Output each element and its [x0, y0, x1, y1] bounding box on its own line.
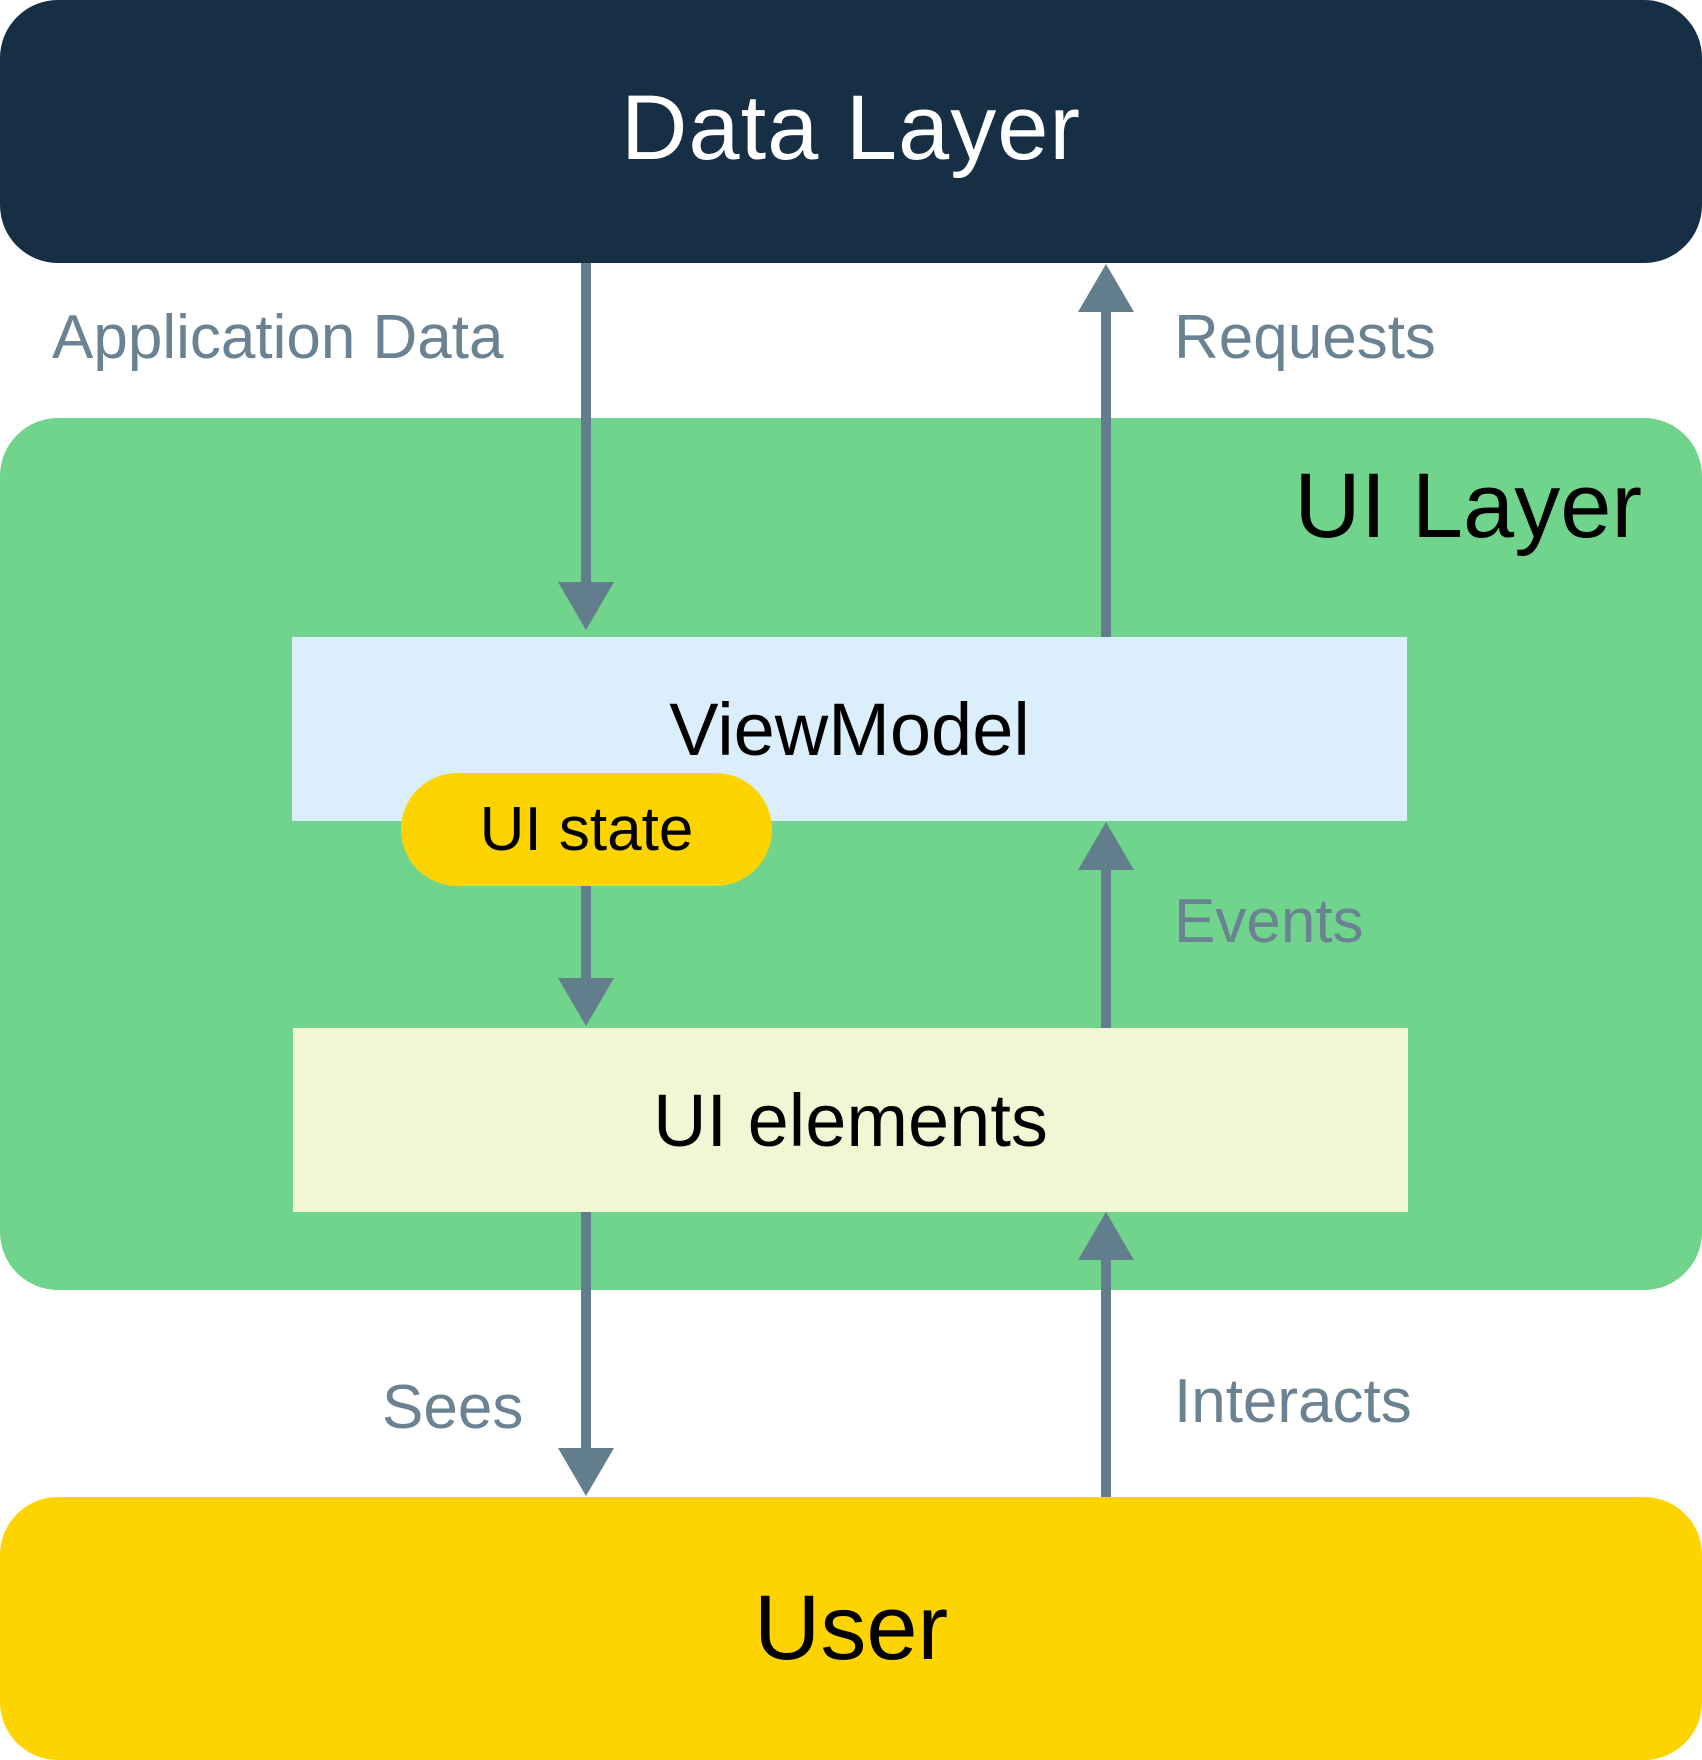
viewmodel-label: ViewModel — [669, 687, 1030, 771]
ui-state-pill: UI state — [401, 773, 772, 886]
edge-label-application-data: Application Data — [52, 303, 504, 372]
user-label: User — [753, 1577, 949, 1679]
data-layer-box: Data Layer — [0, 0, 1702, 263]
ui-elements-box: UI elements — [293, 1028, 1408, 1212]
ui-layer-label: UI Layer — [1294, 455, 1642, 557]
edge-label-sees: Sees — [382, 1373, 524, 1442]
edge-label-interacts: Interacts — [1174, 1367, 1412, 1436]
ui-state-label: UI state — [479, 795, 694, 864]
edge-label-requests: Requests — [1174, 303, 1436, 372]
ui-elements-label: UI elements — [653, 1078, 1048, 1162]
data-layer-label: Data Layer — [620, 77, 1082, 179]
edge-label-events: Events — [1174, 887, 1364, 956]
user-box: User — [0, 1497, 1702, 1760]
